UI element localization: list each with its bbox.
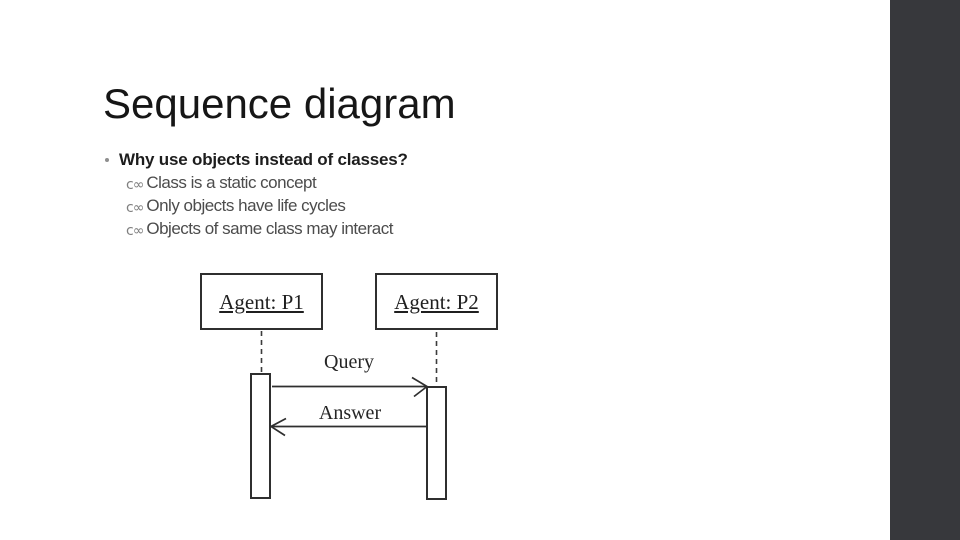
bullet-question-text: Why use objects instead of classes? <box>119 150 408 169</box>
sub-bullet-item: c∞ Only objects have life cycles <box>126 195 346 218</box>
sub-bullet-text: Objects of same class may interact <box>146 219 393 238</box>
answer-arrowhead-icon <box>269 417 287 437</box>
lifeline-head-agent-p1: Agent: P1 <box>200 273 323 330</box>
message-label-answer: Answer <box>318 402 382 424</box>
lifeline-head-agent-p2: Agent: P2 <box>375 273 498 330</box>
message-label-query: Query <box>324 351 374 373</box>
right-sidebar-panel <box>890 0 960 540</box>
activation-bar-p2 <box>426 386 447 500</box>
wingdings-bullet-icon: c∞ <box>126 177 144 193</box>
lifeline-label: Agent: P1 <box>219 290 304 314</box>
wingdings-bullet-icon: c∞ <box>126 200 144 216</box>
sub-bullet-item: c∞ Class is a static concept <box>126 172 317 195</box>
bullet-dot-icon <box>105 158 109 162</box>
sub-bullet-item: c∞ Objects of same class may interact <box>126 218 393 241</box>
sub-bullet-text: Class is a static concept <box>146 173 317 192</box>
wingdings-bullet-icon: c∞ <box>126 223 144 239</box>
sub-bullet-text: Only objects have life cycles <box>146 196 346 215</box>
slide-title: Sequence diagram <box>103 80 456 127</box>
bullet-item: Why use objects instead of classes? <box>105 150 408 170</box>
query-arrowhead-icon <box>411 376 429 398</box>
lifeline-label: Agent: P2 <box>394 290 479 314</box>
activation-bar-p1 <box>250 373 271 499</box>
